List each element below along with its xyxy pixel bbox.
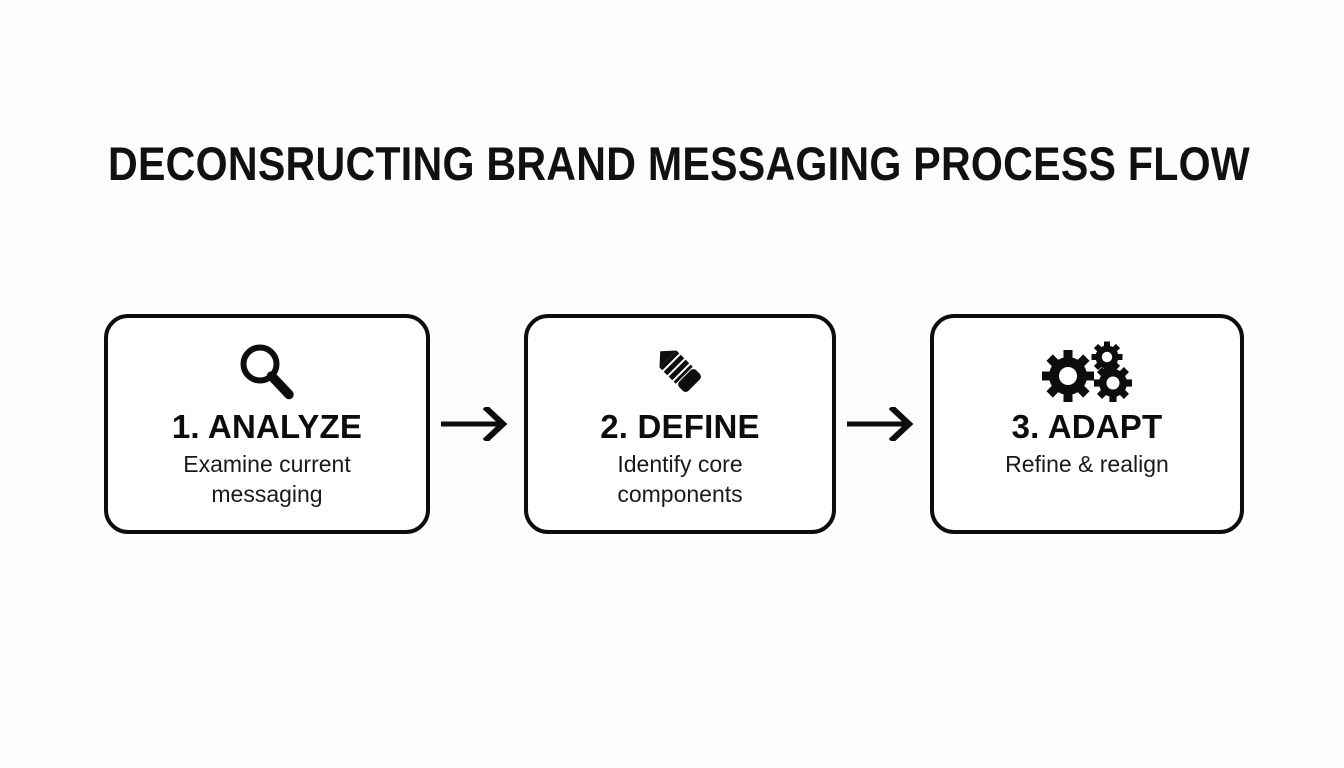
step-description: Identify core components [617,451,743,507]
arrow-right-icon [441,404,513,444]
step-description: Refine & realign [1005,451,1169,477]
step-title: 1. ANALYZE [171,408,363,445]
pencil-icon [649,340,711,402]
arrow-right-icon [847,404,919,444]
step-box-analyze[interactable]: 1. ANALYZE Examine current messaging [104,314,430,534]
page-title: DECONSRUCTING BRAND MESSAGING PROCESS FL… [108,137,1251,190]
gears-icon [1037,340,1137,402]
step-title: 2. DEFINE [600,408,760,445]
step-title: 3. ADAPT [1011,408,1163,445]
step-description: Examine current messaging [183,451,351,507]
step-box-adapt[interactable]: 3. ADAPT Refine & realign [930,314,1244,534]
process-flow-row: 1. ANALYZE Examine current messaging [104,314,1244,534]
step-box-define[interactable]: 2. DEFINE Identify core components [524,314,836,534]
magnifying-glass-icon [234,340,300,402]
